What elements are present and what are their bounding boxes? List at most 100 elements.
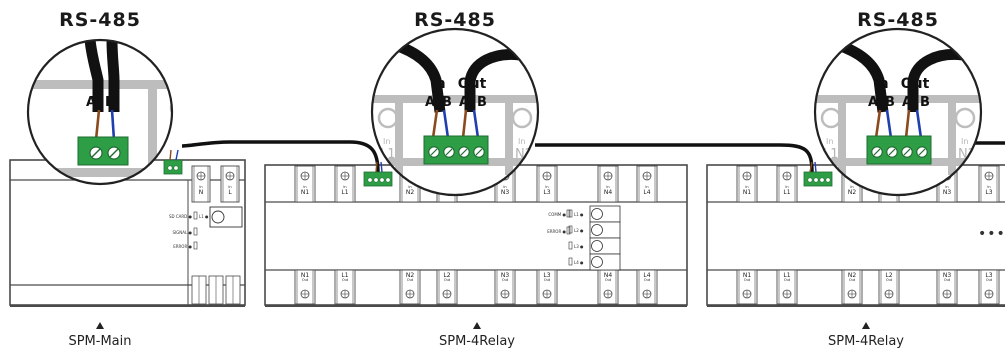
relay-button-icon: [591, 240, 603, 252]
terminal-label-line1: L2: [885, 272, 892, 279]
terminal-label-line2: Out: [944, 278, 951, 282]
led-sd-card: [193, 211, 198, 220]
terminal-label-line2: L1: [783, 189, 790, 196]
terminal-label-line2: Out: [605, 278, 612, 282]
terminal-label-line2: N3: [501, 189, 509, 196]
main-zoom-connector: [77, 136, 129, 166]
terminal-label-line1: L1: [783, 272, 790, 279]
label-b-main: B: [105, 95, 115, 110]
label-b-relay1-in: B: [442, 95, 452, 110]
terminal-label-line2: N2: [406, 189, 414, 196]
label-a-relay1-in: A: [425, 95, 435, 110]
label-a-main: A: [86, 95, 96, 110]
led-comm: [566, 209, 571, 218]
terminal-blank: [225, 275, 241, 305]
main-l1-label: L1 ●: [199, 214, 209, 219]
terminal-label-line1: N2: [406, 272, 414, 279]
terminal-label-line2: N2: [848, 189, 856, 196]
terminal-label-line2: N1: [301, 189, 309, 196]
ghost-screw-icon: [377, 107, 399, 129]
ghost-screw-icon: [169, 97, 172, 119]
caret-up-icon: [862, 322, 870, 329]
caret-up-icon: [96, 322, 104, 329]
relay1-status-panel: COMM ● ERROR ● L1 ●L2 ●L3 ●L4 ●: [547, 205, 621, 271]
terminal-label-line1: L3: [543, 272, 550, 279]
terminal-label-line2: Out: [849, 278, 856, 282]
terminal-blank: [191, 275, 207, 305]
terminal-label-line2: Out: [302, 278, 309, 282]
relay-button-icon: [591, 256, 603, 268]
zoom-callout-relay-2: In L1 In N2 In Out A B A B: [813, 27, 983, 197]
terminal-label-line2: L3: [985, 189, 992, 196]
terminal-label-line2: L1: [341, 189, 348, 196]
relay-output-1: L1 ●: [568, 205, 621, 223]
terminal-label-line1: N2: [848, 272, 856, 279]
terminal-label-line1: In: [645, 185, 648, 189]
relay1-status-label-1: ERROR ●: [547, 229, 566, 234]
terminal-label-line1: In: [745, 185, 748, 189]
rs485-heading-relay-2: RS-485: [857, 9, 939, 31]
relay-label-2: L2 ●: [574, 228, 584, 233]
label-b-relay2-in: B: [885, 95, 895, 110]
ghost-screw-icon: [820, 107, 842, 129]
label-out-relay1: Out: [458, 76, 487, 92]
label-out-relay2: Out: [901, 76, 930, 92]
relay-button-icon: [591, 224, 603, 236]
caret-up-icon: [473, 322, 481, 329]
led-error: [193, 241, 198, 250]
terminal-label-line1: N3: [501, 272, 509, 279]
terminal-label-line1: In: [850, 185, 853, 189]
terminal-label-line2: Out: [886, 278, 893, 282]
bus-cable-main-to-relay1: [181, 140, 380, 173]
label-in-relay1: In: [430, 76, 445, 92]
terminal-top: InN: [191, 165, 211, 203]
continuation-dots: •••••: [978, 226, 1005, 242]
small-connector-relay2: [803, 161, 833, 187]
small-connector-main: [163, 149, 183, 175]
terminal-label-line2: L4: [643, 189, 650, 196]
terminal-label-line1: L4: [643, 272, 650, 279]
terminal-label-line2: N3: [943, 189, 951, 196]
terminal-label-line1: N1: [743, 272, 751, 279]
caption-relay2: SPM-4Relay: [828, 334, 904, 349]
relay-label-1: L1 ●: [574, 212, 584, 217]
terminal-label-line1: N4: [604, 272, 612, 279]
terminal-label-line1: In: [228, 185, 231, 189]
relay-output-3: L3 ●: [568, 237, 621, 255]
terminal-label-line1: In: [785, 185, 788, 189]
ghost-label-in-r1-right: In: [518, 137, 525, 146]
ghost-label-in-r1-left: In: [383, 137, 390, 146]
terminal-label-line2: Out: [342, 278, 349, 282]
zoom-callout-main: In A B: [26, 38, 174, 186]
terminal-label-line2: Out: [407, 278, 414, 282]
terminal-label-line2: Out: [502, 278, 509, 282]
terminal-label-line2: L3: [543, 189, 550, 196]
terminal-label-line1: L2: [443, 272, 450, 279]
terminal-label-line2: Out: [784, 278, 791, 282]
small-connector-relay1: [363, 161, 393, 187]
terminal-label-line2: N4: [604, 189, 612, 196]
label-b-relay2-out: B: [920, 95, 930, 110]
main-status-label-2: ERROR ●: [173, 244, 192, 249]
terminal-blank: [208, 275, 224, 305]
led-signal: [193, 227, 198, 236]
relay-button-icon: [591, 208, 603, 220]
terminal-label-line2: Out: [444, 278, 451, 282]
terminal-label-line1: N1: [301, 272, 309, 279]
terminal-label-line1: In: [199, 185, 202, 189]
relay1-relay-buttons: L1 ●L2 ●L3 ●L4 ●: [568, 205, 621, 271]
terminal-label-line1: In: [945, 185, 948, 189]
